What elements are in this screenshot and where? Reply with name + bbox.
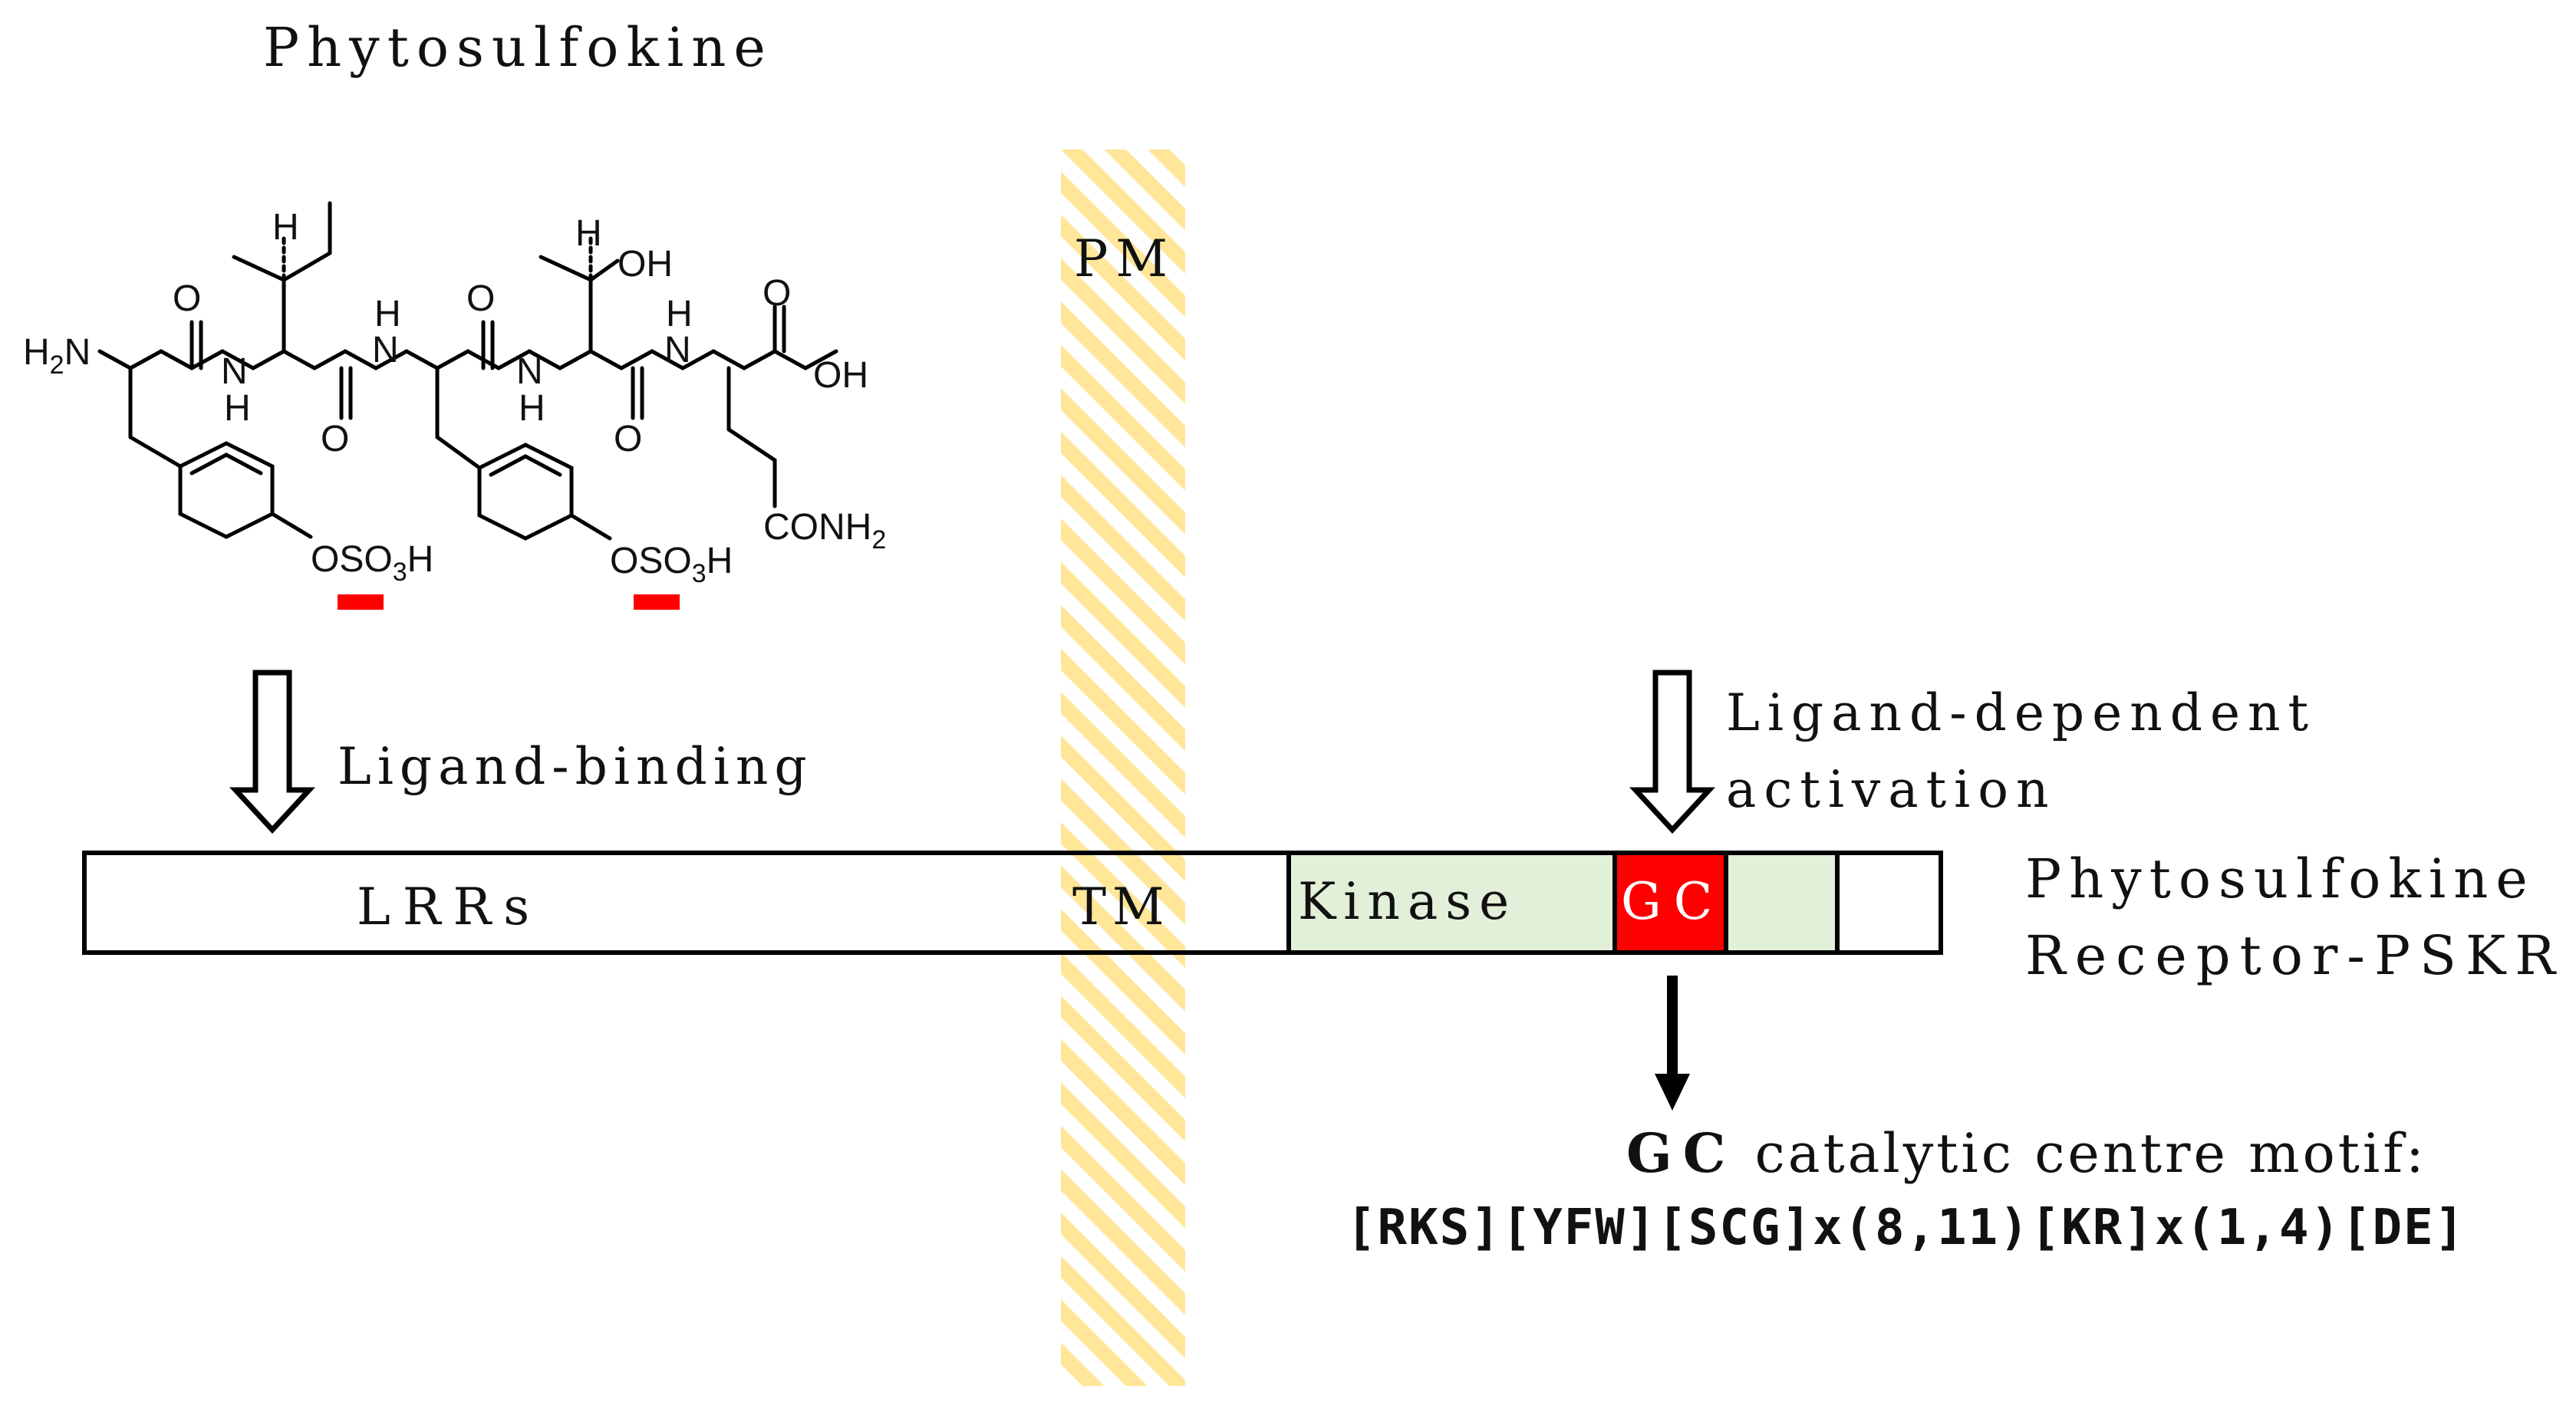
ligand-dependent-label-line1: Ligand-dependent [1726,683,2316,742]
thr-h-label: H [575,213,602,254]
membrane-label: PM [1074,229,1175,288]
carbonyl-o-1: O [173,278,201,319]
tm-region [1061,853,1185,953]
gc-domain [1612,851,1728,955]
thr-hydroxyl: OH [618,244,673,285]
gc-label: GC [1621,872,1724,931]
gc-motif-arrow-icon [1655,976,1690,1111]
ile-h-label: H [272,207,299,248]
ligand-dependent-label-line2: activation [1726,760,2056,819]
receptor-name-line2: Receptor-PSKR [2025,924,2564,987]
receptor-bar [82,851,1943,955]
kinase-tail-domain [1724,851,1840,955]
ligand-activation-arrow-icon [1629,670,1715,834]
amine-label: H2N [23,332,91,380]
amide-h-4: H [666,294,693,334]
acid-carbonyl-o: O [763,273,791,314]
kinase-domain [1286,851,1617,955]
amide-n-4: N [664,330,691,370]
motif-title-gc: GC [1626,1121,1737,1185]
acid-hydroxyl: OH [813,355,868,396]
motif-pattern: [RKS][YFW][SCG]x(8,11)[KR]x(1,4)[DE] [1346,1200,2466,1256]
carbonyl-o-2: O [321,419,349,459]
amide-h-2: H [374,294,401,334]
c-terminal-domain [1835,851,1943,955]
kinase-label: Kinase [1298,872,1517,931]
amide-h-1: H [224,388,251,429]
motif-title-text: catalytic centre motif: [1755,1122,2427,1185]
ligand-binding-arrow-icon [229,670,315,834]
ligand-binding-label: Ligand-binding [338,737,813,796]
sulfate-mark-2 [634,594,680,610]
sulfate-label-2: OSO3H [610,541,733,588]
lrrs-label: LRRs [357,877,542,936]
amide-n-1: N [221,351,248,392]
carbonyl-o-4: O [614,419,642,459]
sulfate-mark-1 [338,594,384,610]
motif-title: GC catalytic centre motif: [1626,1121,2427,1185]
amide-h-3: H [519,388,545,429]
receptor-outline [82,851,1943,955]
atom-labels: H2N O N H H O H N O N H H OH O H N O OH … [23,207,886,588]
plasma-membrane-band [1061,150,1185,1386]
carbonyl-o-3: O [466,278,495,319]
phytosulfokine-structure [97,201,838,541]
sulfate-label-1: OSO3H [311,539,433,587]
molecule-title: Phytosulfokine [263,16,773,79]
receptor-name-line1: Phytosulfokine [2025,847,2535,910]
amide-n-3: N [516,351,543,392]
amide-n-2: N [372,330,399,370]
tm-label: TM [1072,877,1171,936]
gln-amide-label: CONH2 [763,507,886,555]
